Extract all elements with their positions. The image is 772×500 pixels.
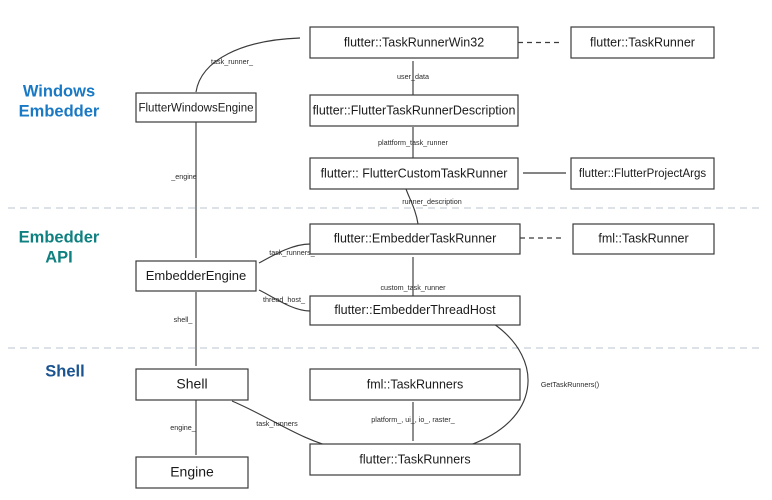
band-dividers (8, 207, 764, 349)
node-flutter-task-runner-win32-label: flutter::TaskRunnerWin32 (344, 35, 484, 49)
node-flutter-task-runner[interactable]: flutter::TaskRunner (570, 26, 715, 59)
edge-label-thread-host: thread_host_ (263, 295, 306, 304)
node-flutter-task-runner-description[interactable]: flutter::FlutterTaskRunnerDescription (309, 94, 519, 127)
node-flutter-windows-engine-label: FlutterWindowsEngine (138, 103, 253, 115)
node-flutter-embedder-task-runner[interactable]: flutter::EmbedderTaskRunner (309, 223, 521, 255)
node-embedder-engine[interactable]: EmbedderEngine (135, 260, 257, 292)
band-title-windows-embedder-line1: Windows (23, 82, 95, 100)
edge-label-task-runners-shell: task_runners (256, 419, 298, 428)
node-fml-task-runner[interactable]: fml::TaskRunner (572, 223, 715, 255)
node-shell[interactable]: Shell (135, 368, 249, 401)
node-flutter-task-runners[interactable]: flutter::TaskRunners (309, 443, 521, 476)
node-flutter-project-args[interactable]: flutter::FlutterProjectArgs (570, 157, 715, 190)
node-flutter-task-runner-description-box[interactable] (309, 94, 519, 127)
band-titles: Windows Embedder Embedder API Shell (19, 82, 100, 380)
node-flutter-task-runner-win32[interactable]: flutter::TaskRunnerWin32 (309, 26, 519, 59)
node-flutter-embedder-thread-host-label: flutter::EmbedderThreadHost (334, 303, 496, 317)
edge-thread-host-line (258, 289, 311, 312)
edge-label-task-runners-embedder: task_runners_ (269, 248, 316, 257)
node-flutter-project-args-label: flutter::FlutterProjectArgs (579, 168, 706, 180)
nodes: FlutterWindowsEngine flutter::TaskRunner… (135, 26, 715, 489)
node-flutter-windows-engine-box[interactable] (135, 92, 257, 123)
edge-label-task-runner: task_runner_ (211, 57, 254, 66)
node-fml-task-runner-label: fml::TaskRunner (598, 231, 688, 245)
node-flutter-project-args-box[interactable] (570, 157, 715, 190)
node-flutter-embedder-thread-host-box[interactable] (309, 295, 521, 326)
edge-label-engine-ref: engine_ (170, 423, 197, 432)
band-title-shell: Shell (45, 362, 84, 380)
edge-label-platform-ui-io-raster: platform_, ui_, io_, raster_ (371, 415, 455, 424)
node-flutter-custom-task-runner[interactable]: flutter:: FlutterCustomTaskRunner (309, 157, 519, 190)
edge-get-task-runners-line (469, 323, 529, 446)
node-flutter-embedder-thread-host[interactable]: flutter::EmbedderThreadHost (309, 295, 521, 326)
node-engine[interactable]: Engine (135, 456, 249, 489)
node-shell-label: Shell (176, 376, 207, 392)
node-flutter-windows-engine[interactable]: FlutterWindowsEngine (135, 92, 257, 123)
edge-task-runners-embedder-line (258, 243, 311, 264)
node-flutter-task-runner-win32-box[interactable] (309, 26, 519, 59)
band-title-windows-embedder-line2: Embedder (19, 102, 100, 120)
edges: task_runner_ user_data plattform_task_ru… (170, 37, 599, 455)
edge-label-engine: _engine (170, 172, 197, 181)
edge-label-plattform-task-runner: plattform_task_runner (378, 138, 449, 147)
edge-label-shell: shell_ (174, 315, 194, 324)
node-fml-task-runners-box[interactable] (309, 368, 521, 401)
node-flutter-embedder-task-runner-box[interactable] (309, 223, 521, 255)
band-title-embedder-api-line2: API (45, 248, 73, 266)
node-shell-box[interactable] (135, 368, 249, 401)
node-flutter-embedder-task-runner-label: flutter::EmbedderTaskRunner (334, 231, 497, 245)
node-embedder-engine-box[interactable] (135, 260, 257, 292)
node-flutter-custom-task-runner-label: flutter:: FlutterCustomTaskRunner (321, 166, 508, 180)
edge-label-runner-description: runner_description (402, 197, 462, 206)
edge-runner-description-line (405, 188, 419, 225)
node-flutter-task-runners-label: flutter::TaskRunners (359, 452, 470, 466)
node-engine-box[interactable] (135, 456, 249, 489)
node-flutter-task-runners-box[interactable] (309, 443, 521, 476)
edge-label-user-data: user_data (397, 72, 429, 81)
node-embedder-engine-label: EmbedderEngine (146, 268, 246, 283)
edge-task-runner-line (195, 37, 301, 93)
node-engine-label: Engine (170, 464, 214, 480)
node-fml-task-runners-label: fml::TaskRunners (367, 377, 464, 391)
node-flutter-task-runner-description-label: flutter::FlutterTaskRunnerDescription (313, 103, 516, 117)
node-fml-task-runners[interactable]: fml::TaskRunners (309, 368, 521, 401)
band-title-embedder-api-line1: Embedder (19, 228, 100, 246)
edge-label-get-task-runners: GetTaskRunners() (541, 380, 599, 389)
node-flutter-task-runner-label: flutter::TaskRunner (590, 35, 695, 49)
node-fml-task-runner-box[interactable] (572, 223, 715, 255)
node-flutter-task-runner-box[interactable] (570, 26, 715, 59)
node-flutter-custom-task-runner-box[interactable] (309, 157, 519, 190)
edge-label-custom-task-runner: custom_task_runner (380, 283, 446, 292)
